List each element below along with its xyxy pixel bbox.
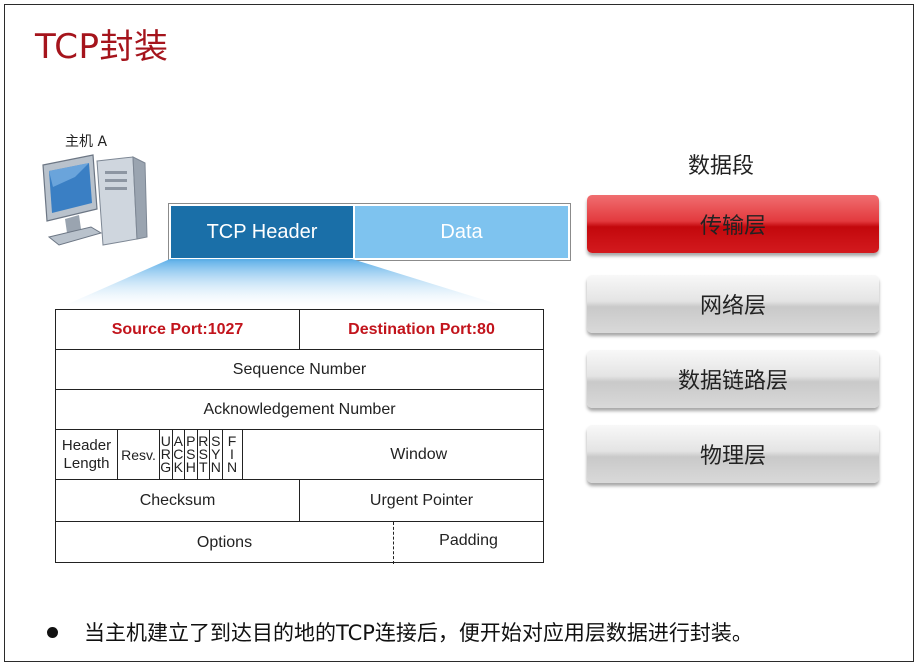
table-row: Source Port:1027 Destination Port:80 <box>56 310 543 350</box>
layer-transport: 传输层 <box>587 195 879 253</box>
data-block: Data <box>355 206 568 258</box>
header-length-line2: Length <box>63 454 110 472</box>
tcp-header-table: Source Port:1027 Destination Port:80 Seq… <box>55 309 544 564</box>
window-cell: Window <box>390 445 448 463</box>
slide: TCP封装 主机 A TCP Header Data Source Port:1… <box>4 4 914 662</box>
bullet-text: 当主机建立了到达目的地的TCP连接后，便开始对应用层数据进行封装。 <box>84 621 753 645</box>
header-length-line1: Header <box>61 436 112 454</box>
table-row: Acknowledgement Number <box>56 390 543 430</box>
host-label: 主机 A <box>65 134 108 150</box>
source-port-cell: Source Port:1027 <box>56 310 300 349</box>
segment-label: 数据段 <box>688 154 755 179</box>
sequence-number-cell: Sequence Number <box>232 360 367 378</box>
table-row: Checksum Urgent Pointer <box>56 480 543 522</box>
layer-data-link: 数据链路层 <box>587 350 879 408</box>
desktop-computer-icon <box>42 154 148 246</box>
bullet-note: 当主机建立了到达目的地的TCP连接后，便开始对应用层数据进行封装。 <box>47 617 753 647</box>
urgent-pointer-cell: Urgent Pointer <box>369 491 474 509</box>
page-title: TCP封装 <box>35 27 169 67</box>
layer-physical: 物理层 <box>587 425 879 483</box>
options-cell: Options <box>56 522 394 564</box>
header-expansion-fan <box>61 259 507 307</box>
layer-network: 网络层 <box>587 275 879 333</box>
checksum-cell: Checksum <box>56 480 300 521</box>
ack-number-cell: Acknowledgement Number <box>203 400 396 418</box>
table-row: Options Padding <box>56 522 543 564</box>
reserved-cell: Resv. <box>118 430 160 479</box>
destination-port-cell: Destination Port:80 <box>348 320 495 338</box>
bullet-dot-icon <box>47 626 58 638</box>
tcp-segment-bar: TCP Header Data <box>168 203 571 261</box>
table-row: Sequence Number <box>56 350 543 390</box>
padding-cell: Padding <box>439 532 498 549</box>
header-length-cell: Header Length <box>56 430 118 479</box>
tcp-header-block: TCP Header <box>171 206 353 258</box>
